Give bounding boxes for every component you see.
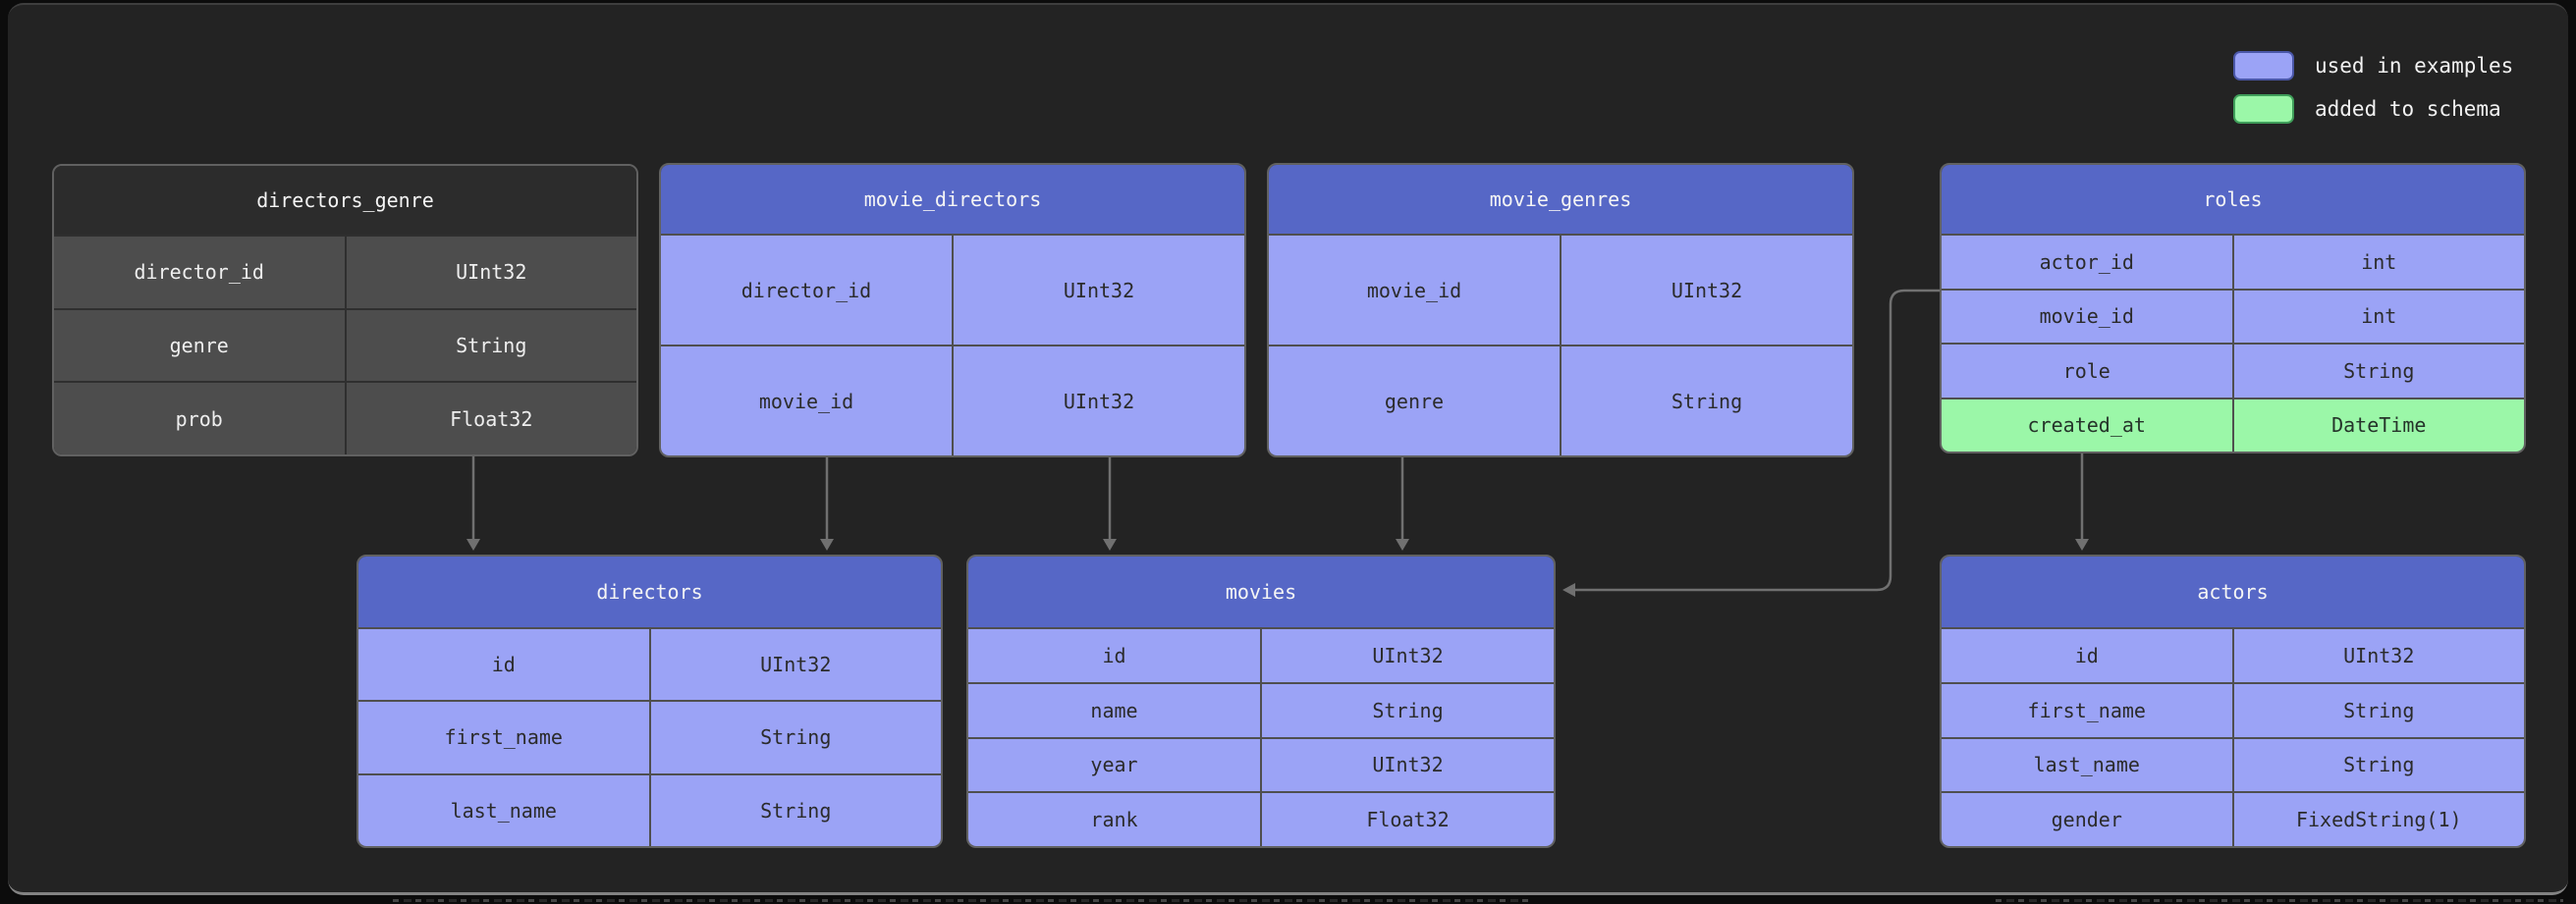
- table-row: director_id UInt32: [54, 235, 636, 308]
- column-name: movie_id: [2039, 304, 2134, 329]
- table-movie_directors: movie_directors director_id UInt32 movie…: [659, 163, 1246, 457]
- table-row: name String: [968, 681, 1554, 737]
- column-name: gender: [2051, 808, 2122, 832]
- legend-swatch-used-in-examples: [2233, 51, 2294, 80]
- column-name: role: [2062, 358, 2110, 383]
- table-row: movie_id UInt32: [1269, 234, 1852, 345]
- table-row: director_id UInt32: [661, 234, 1244, 345]
- column-name: name: [1090, 698, 1138, 722]
- column-name: last_name: [450, 798, 557, 823]
- column-type: String: [2231, 738, 2525, 792]
- table-roles: roles actor_id int movie_id int role Str…: [1940, 163, 2526, 453]
- column-name: year: [1090, 753, 1138, 777]
- column-type: FixedString(1): [2231, 793, 2525, 846]
- column-type: Float32: [344, 383, 637, 454]
- column-type: DateTime: [2231, 399, 2525, 452]
- legend-swatch-added-to-schema: [2233, 94, 2294, 124]
- column-type: int: [2231, 290, 2525, 343]
- table-row-added-to-schema: created_at DateTime: [1942, 397, 2525, 452]
- table-title: directors_genre: [54, 166, 636, 235]
- column-type: String: [2231, 345, 2525, 398]
- table-title: movie_directors: [661, 165, 1244, 234]
- column-type: String: [648, 702, 942, 773]
- table-row: id UInt32: [1942, 627, 2524, 682]
- column-type: String: [2231, 683, 2525, 737]
- table-row: movie_id int: [1942, 288, 2525, 343]
- column-type: UInt32: [1260, 738, 1554, 792]
- column-name: prob: [175, 406, 223, 431]
- legend-label-added-to-schema: added to schema: [2315, 97, 2501, 121]
- table-row: year UInt32: [968, 736, 1554, 792]
- column-type: UInt32: [2231, 629, 2525, 682]
- table-row: first_name String: [1942, 681, 2525, 737]
- column-name: actor_id: [2039, 249, 2134, 274]
- column-type: Float32: [1260, 793, 1554, 846]
- table-row: first_name String: [358, 700, 942, 773]
- column-name: movie_id: [1366, 278, 1462, 302]
- column-name: id: [491, 653, 516, 677]
- table-title: movie_genres: [1269, 165, 1852, 234]
- table-title: roles: [1942, 165, 2524, 234]
- table-row: actor_id int: [1942, 234, 2524, 289]
- table-row: last_name String: [358, 772, 942, 846]
- column-type: String: [1560, 346, 1852, 455]
- table-title: actors: [1942, 557, 2524, 627]
- column-name: director_id: [134, 260, 264, 285]
- column-type: UInt32: [344, 237, 637, 308]
- column-name: genre: [169, 334, 229, 357]
- column-name: movie_id: [758, 389, 854, 413]
- table-row: genre String: [1269, 345, 1852, 455]
- table-row: id UInt32: [968, 627, 1554, 682]
- column-type: UInt32: [1260, 629, 1554, 682]
- table-directors_genre: directors_genre director_id UInt32 genre…: [52, 164, 638, 456]
- table-directors: directors id UInt32 first_name String la…: [356, 555, 943, 848]
- column-name: created_at: [2027, 413, 2146, 438]
- column-type: String: [344, 309, 637, 382]
- column-type: UInt32: [1560, 236, 1852, 345]
- table-row: role String: [1942, 343, 2524, 398]
- column-type: UInt32: [952, 236, 1244, 345]
- column-name: id: [2074, 643, 2099, 667]
- table-row: prob Float32: [54, 381, 636, 454]
- clipped-bottom-text: [1996, 899, 2563, 902]
- column-type: int: [2231, 236, 2525, 289]
- column-name: first_name: [2027, 698, 2146, 722]
- column-type: String: [648, 774, 942, 846]
- column-name: first_name: [444, 725, 563, 750]
- column-type: String: [1260, 683, 1554, 737]
- column-name: genre: [1384, 389, 1445, 413]
- column-name: id: [1102, 643, 1126, 667]
- column-type: UInt32: [648, 629, 942, 701]
- table-movies: movies id UInt32 name String year UInt32…: [966, 555, 1556, 848]
- table-row: genre String: [54, 307, 637, 382]
- column-name: rank: [1090, 808, 1138, 832]
- table-actors: actors id UInt32 first_name String last_…: [1940, 555, 2526, 848]
- table-title: directors: [358, 557, 941, 627]
- table-title: movies: [968, 557, 1554, 627]
- table-row: gender FixedString(1): [1942, 791, 2524, 846]
- table-row: rank Float32: [968, 791, 1554, 846]
- table-row: last_name String: [1942, 736, 2525, 792]
- legend-label-used-in-examples: used in examples: [2315, 54, 2514, 78]
- table-movie_genres: movie_genres movie_id UInt32 genre Strin…: [1267, 163, 1854, 457]
- column-type: UInt32: [952, 346, 1244, 455]
- clipped-bottom-text: [393, 899, 1528, 902]
- column-name: last_name: [2033, 753, 2140, 777]
- table-row: id UInt32: [358, 627, 942, 701]
- table-row: movie_id UInt32: [661, 345, 1244, 455]
- column-name: director_id: [740, 278, 872, 302]
